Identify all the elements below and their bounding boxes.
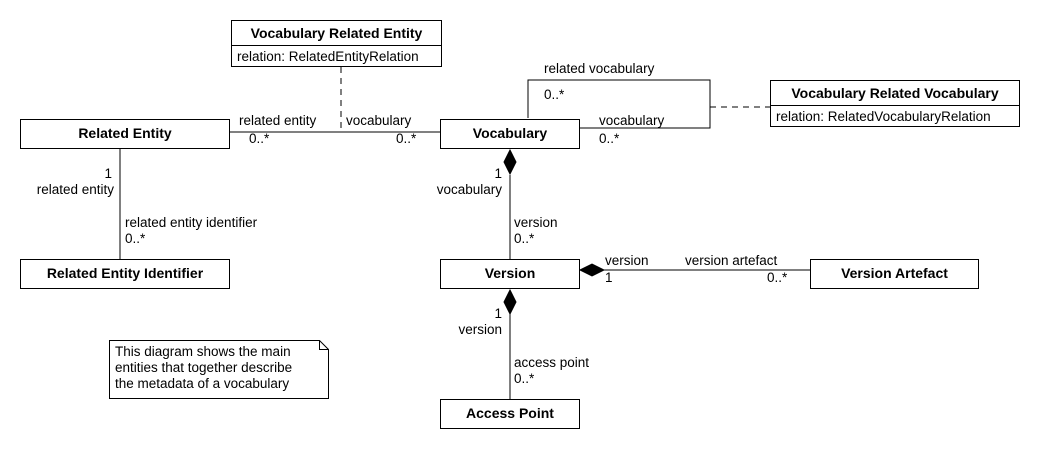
multiplicity-label: 0..* xyxy=(514,231,535,246)
multiplicity-label: 0..* xyxy=(767,270,788,285)
class-name: Vocabulary Related Vocabulary xyxy=(771,81,1019,106)
class-related-entity: Related Entity xyxy=(20,119,230,149)
multiplicity-label: 0..* xyxy=(544,87,565,102)
class-vocabulary-related-vocabulary: Vocabulary Related Vocabulary relation: … xyxy=(770,80,1020,127)
multiplicity-label: 0..* xyxy=(396,131,417,146)
multiplicity-label: 1 xyxy=(605,270,613,285)
note-line: entities that together describe xyxy=(115,360,293,375)
class-name: Related Entity xyxy=(78,125,172,141)
composition-diamond-version-artefact xyxy=(578,263,606,277)
class-name: Related Entity Identifier xyxy=(46,265,204,281)
role-label-related-entity: related entity xyxy=(239,113,317,128)
multiplicity-label: 0..* xyxy=(249,131,270,146)
note-line: the metadata of a vocabulary xyxy=(115,376,290,391)
class-name: Version Artefact xyxy=(841,265,948,281)
class-vocabulary: Vocabulary xyxy=(440,119,580,149)
role-label-version: version xyxy=(605,253,649,268)
note-shape xyxy=(109,340,329,399)
role-label-related-entity-identifier: related entity identifier xyxy=(125,215,258,230)
role-label-related-entity: related entity xyxy=(36,182,114,197)
diagram-note: This diagram shows the main entities tha… xyxy=(109,340,329,399)
role-label-vocabulary: vocabulary xyxy=(346,113,412,128)
multiplicity-label: 1 xyxy=(494,306,502,321)
class-version: Version xyxy=(440,259,580,289)
class-name: Access Point xyxy=(466,405,554,421)
class-vocabulary-related-entity: Vocabulary Related Entity relation: Rela… xyxy=(231,20,442,67)
class-access-point: Access Point xyxy=(440,399,580,429)
multiplicity-label: 0..* xyxy=(125,231,146,246)
multiplicity-label: 0..* xyxy=(599,131,620,146)
role-label-related-vocabulary: related vocabulary xyxy=(544,61,655,76)
composition-diamond-version xyxy=(503,288,517,316)
class-name: Vocabulary Related Entity xyxy=(232,21,441,46)
multiplicity-label: 1 xyxy=(104,166,112,181)
multiplicity-label: 0..* xyxy=(514,371,535,386)
note-text: This diagram shows the main entities tha… xyxy=(115,344,292,392)
association-related-vocabulary-loop xyxy=(527,79,711,129)
class-attribute: relation: RelatedVocabularyRelation xyxy=(776,109,991,124)
class-name: Version xyxy=(484,265,536,281)
note-line: This diagram shows the main xyxy=(115,344,291,359)
role-label-version: version xyxy=(514,215,558,230)
class-attribute: relation: RelatedEntityRelation xyxy=(237,49,419,64)
class-name: Vocabulary xyxy=(472,125,548,141)
role-label-version: version xyxy=(458,322,502,337)
composition-diamond-vocabulary xyxy=(503,148,517,176)
class-related-entity-identifier: Related Entity Identifier xyxy=(20,259,230,289)
role-label-vocabulary: vocabulary xyxy=(599,113,665,128)
role-label-vocabulary: vocabulary xyxy=(436,182,502,197)
role-label-access-point: access point xyxy=(514,355,590,370)
multiplicity-label: 1 xyxy=(494,166,502,181)
role-label-version-artefact: version artefact xyxy=(685,253,778,268)
class-version-artefact: Version Artefact xyxy=(810,259,979,289)
